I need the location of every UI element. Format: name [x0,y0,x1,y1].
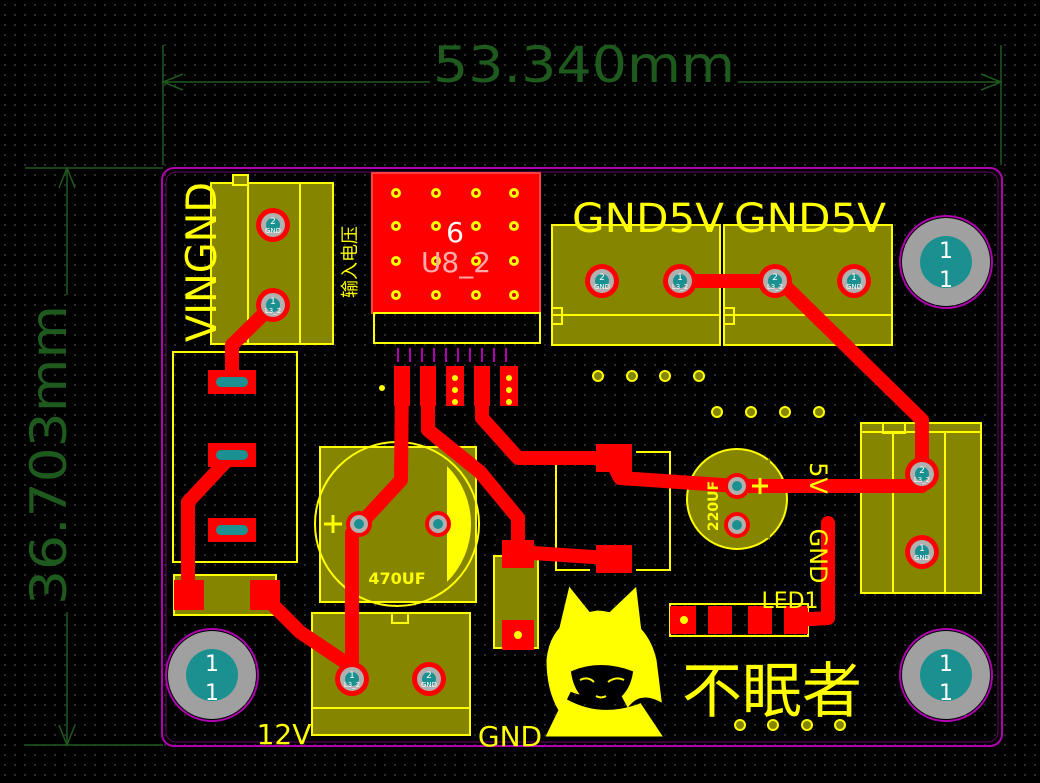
svg-text:1: 1 [851,273,857,283]
svg-text:1: 1 [677,273,683,283]
u8-header-pin-holes [394,191,516,297]
j1-pin1 [256,288,290,322]
dimension-height [25,165,163,748]
logo-artwork [545,586,663,737]
regulator-pads[interactable] [208,370,256,542]
svg-text:2: 2 [270,217,276,227]
silk-input-voltage: 输入电压 [340,226,361,298]
svg-text:GND: GND [914,554,930,562]
j5-pin1 [335,662,369,696]
svg-text:GND: GND [846,283,862,291]
u8-pad-dots [379,375,512,405]
svg-text:1: 1 [205,652,219,677]
silk-cap-470: 470UF [368,569,425,588]
c1-minus [425,511,451,537]
mount-hole-top-right[interactable]: 1 1 [899,215,993,309]
svg-text:1: 1 [919,544,925,554]
svg-text:1: 1 [270,297,276,307]
svg-text:L3_2: L3_2 [767,283,783,291]
u8-footprint-edge [373,312,541,344]
svg-text:GND: GND [421,681,437,689]
silk-led1: LED1 [761,589,818,614]
c1-plus [346,511,372,537]
svg-text:L3_2: L3_2 [672,283,688,291]
silk-gnd5v-right: GND5V [734,196,887,242]
th-pads[interactable] [256,208,939,696]
j5-pin2 [412,662,446,696]
mount-hole-bottom-left[interactable]: 1 1 [165,628,259,722]
silk-gnd-right: GND [804,528,832,583]
svg-text:2: 2 [919,466,925,476]
mount-hole-bottom-right[interactable]: 1 1 [899,628,993,722]
dimension-height-label: 36.703mm [20,305,78,605]
j1-pin2 [256,208,290,242]
svg-text:GND: GND [265,227,281,235]
u8-smd-pads[interactable] [394,366,518,406]
silk-author: 不眠者 [682,657,862,727]
dimension-width-label: 53.340mm [433,36,735,94]
svg-text:1: 1 [349,671,355,681]
svg-text:L3_2: L3_2 [914,476,930,484]
j4-pin1 [905,535,939,569]
dimension-width [160,45,1004,165]
j2-pin2 [585,264,619,298]
c2-minus [724,512,750,538]
silk-5v: 5V [804,462,832,494]
svg-text:2: 2 [426,671,432,681]
svg-text:2: 2 [599,273,605,283]
pad-net-labels: 2 GND 1 L3_2 2 GND 1 L3_2 2 L3_2 1 GND 2… [265,217,930,689]
board-outline [161,167,1003,747]
j4-pin2 [905,457,939,491]
svg-text:1: 1 [939,268,953,293]
board-keepout [165,171,999,743]
silk-vin-gnd: VINGND [177,182,226,342]
svg-text:L3_2: L3_2 [265,307,281,315]
c2-body [748,458,770,540]
smd-pads[interactable] [174,444,808,650]
svg-text:L3_2: L3_2 [344,681,360,689]
c1-polarity-mark [447,466,472,582]
svg-text:1: 1 [939,652,953,677]
svg-text:2: 2 [772,273,778,283]
vias[interactable] [592,370,846,731]
logo-face [570,665,634,708]
logo-face-lines [579,677,625,699]
pad-dot [514,631,522,639]
svg-text:1: 1 [939,681,953,706]
u8-pin-ticks [397,348,507,362]
svg-text:GND: GND [594,283,610,291]
svg-text:1: 1 [205,681,219,706]
plus-marks [324,478,768,533]
u8-designator: U8_2 [421,246,491,279]
svg-text:1: 1 [939,239,953,264]
silk-cap-220: 220UF [706,481,722,531]
u8-pin-number: 6 [446,216,464,249]
silk-gnd5v-left: GND5V [572,196,725,242]
led-pad-dot [680,616,688,624]
j3-pin1 [837,264,871,298]
silk-gnd-bottom: GND [478,720,542,753]
silk-12v: 12V [257,718,312,751]
c2-plus [724,473,750,499]
j3-pin2 [758,264,792,298]
j2-pin1 [663,264,697,298]
